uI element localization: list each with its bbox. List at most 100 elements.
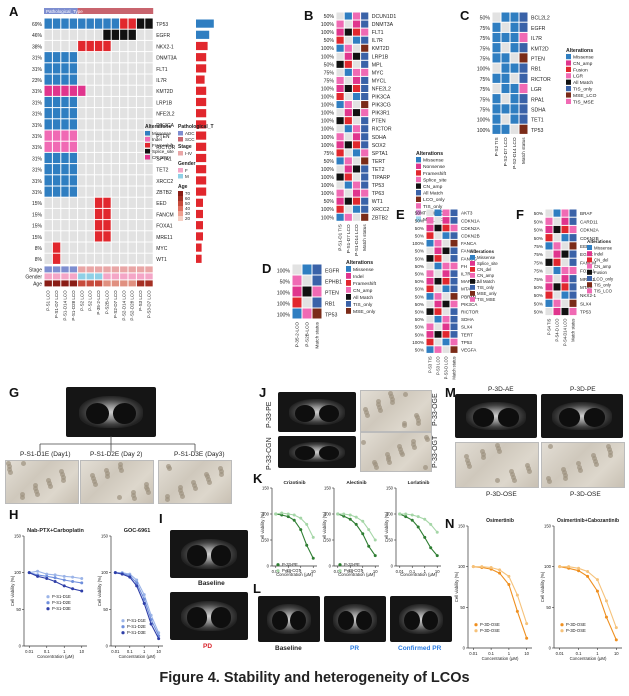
oncoprint-cell bbox=[442, 331, 450, 338]
annotation-cell bbox=[94, 280, 103, 287]
oncoprint-cell bbox=[78, 119, 86, 130]
oncoprint-cell bbox=[69, 175, 78, 186]
annotation-cell bbox=[94, 266, 103, 273]
gene-percent: 31% bbox=[32, 56, 43, 62]
oncoprint-cell bbox=[352, 181, 361, 189]
oncoprint-cell bbox=[120, 197, 128, 208]
gene-percent: 31% bbox=[32, 145, 43, 151]
panel-j-micrograph-2 bbox=[360, 432, 432, 472]
gene-label: BCL2L2 bbox=[531, 16, 550, 22]
panel-g-micrograph-1 bbox=[5, 460, 79, 504]
gene-frequency-bar bbox=[196, 209, 203, 219]
oncoprint-cell bbox=[94, 208, 103, 220]
legend-swatch bbox=[178, 137, 183, 142]
gene-percent: 100% bbox=[277, 268, 291, 274]
oncoprint-cell bbox=[94, 29, 103, 40]
gene-percent: 100% bbox=[321, 191, 335, 197]
oncoprint-cell bbox=[450, 300, 458, 308]
cell-blob bbox=[578, 467, 584, 473]
oncoprint-cell bbox=[344, 157, 352, 165]
oncoprint-cell bbox=[442, 232, 450, 239]
y-tick-label: 150 bbox=[101, 534, 109, 539]
oncoprint-cell bbox=[302, 286, 312, 297]
legend-item: 30 bbox=[185, 211, 191, 216]
oncoprint-cell bbox=[434, 217, 442, 224]
panel-label-f: F bbox=[516, 207, 524, 222]
gene-label: EGFR bbox=[580, 252, 593, 257]
oncoprint-cell bbox=[128, 164, 136, 175]
oncoprint-cell bbox=[352, 84, 361, 92]
oncoprint-cell bbox=[61, 130, 69, 141]
gene-label: PIK3CG bbox=[372, 103, 391, 109]
gene-percent: 100% bbox=[321, 95, 335, 101]
legend-item: CN_amp bbox=[423, 184, 443, 190]
data-point bbox=[71, 575, 75, 579]
legend-item: P-S1-D3E bbox=[52, 606, 71, 611]
oncoprint-cell bbox=[103, 74, 111, 85]
panel-g-label-day1: P-S1-D1E (Day1) bbox=[20, 451, 71, 458]
oncoprint-cell bbox=[145, 130, 153, 141]
oncoprint-cell bbox=[52, 130, 61, 141]
cell-blob bbox=[117, 462, 123, 468]
oncoprint-cell bbox=[86, 186, 94, 197]
panel-g-label-day3: P-S1-D3E (Day3) bbox=[174, 451, 225, 458]
gene-percent: 50% bbox=[324, 38, 335, 44]
legend-swatch bbox=[145, 137, 150, 142]
oncoprint-cell bbox=[312, 275, 322, 286]
cell-blob bbox=[19, 491, 25, 497]
oncoprint-cell bbox=[434, 285, 442, 293]
oncoprint-cell bbox=[336, 84, 344, 92]
oncoprint-cell bbox=[94, 231, 103, 242]
oncoprint-cell bbox=[94, 175, 103, 186]
gene-label: LGR bbox=[531, 87, 542, 93]
oncoprint-cell bbox=[128, 108, 136, 119]
oncoprint-cell bbox=[352, 141, 361, 149]
cell-blob bbox=[526, 469, 532, 475]
legend-item: All Match bbox=[423, 191, 443, 197]
oncoprint-cell bbox=[442, 247, 450, 255]
oncoprint-cell bbox=[352, 157, 361, 165]
oncoprint-cell bbox=[519, 53, 528, 63]
oncoprint-cell bbox=[361, 101, 369, 109]
oncoprint-cell bbox=[128, 18, 136, 29]
oncoprint-cell bbox=[344, 213, 352, 221]
legend-marker bbox=[121, 625, 125, 629]
legend-swatch bbox=[566, 92, 571, 98]
oncoprint-cell bbox=[450, 346, 458, 353]
cell-blob bbox=[145, 487, 151, 493]
gene-percent: 100% bbox=[321, 183, 335, 189]
cell-blob bbox=[179, 491, 185, 497]
gene-percent: 100% bbox=[321, 103, 335, 109]
oncoprint-cell bbox=[111, 63, 120, 74]
oncoprint-cell bbox=[86, 63, 94, 74]
panel-m-micrograph-2 bbox=[541, 442, 625, 488]
legend-marker bbox=[46, 595, 50, 599]
gene-percent: 75% bbox=[324, 70, 335, 76]
oncoprint-cell bbox=[434, 315, 442, 323]
gene-percent: 50% bbox=[415, 226, 424, 231]
legend-swatch bbox=[470, 297, 475, 302]
data-point bbox=[515, 593, 519, 597]
cell-blob bbox=[464, 454, 470, 460]
x-tick-label: 0.1 bbox=[409, 569, 415, 574]
cell-blob bbox=[465, 460, 471, 466]
legend-item: 60 bbox=[185, 196, 191, 201]
oncoprint-cell bbox=[69, 52, 78, 63]
oncoprint-cell bbox=[492, 114, 501, 124]
oncoprint-cell bbox=[426, 331, 434, 338]
oncoprint-cell bbox=[336, 101, 344, 109]
chart-title: Lorlatinib bbox=[408, 480, 430, 486]
oncoprint-cell bbox=[136, 119, 145, 130]
panel-l-label-pr: PR bbox=[350, 645, 360, 652]
oncoprint-cell bbox=[145, 29, 153, 40]
oncoprint-cell bbox=[450, 239, 458, 247]
oncoprint-cell bbox=[450, 209, 458, 217]
legend-swatch bbox=[587, 263, 592, 269]
data-point bbox=[157, 637, 161, 641]
oncoprint-cell bbox=[86, 231, 94, 242]
y-tick-label: 50 bbox=[264, 538, 269, 543]
oncoprint-cell bbox=[434, 247, 442, 255]
gene-percent: 50% bbox=[415, 332, 424, 337]
gene-percent: 100% bbox=[321, 127, 335, 133]
gene-percent: 50% bbox=[415, 218, 424, 223]
